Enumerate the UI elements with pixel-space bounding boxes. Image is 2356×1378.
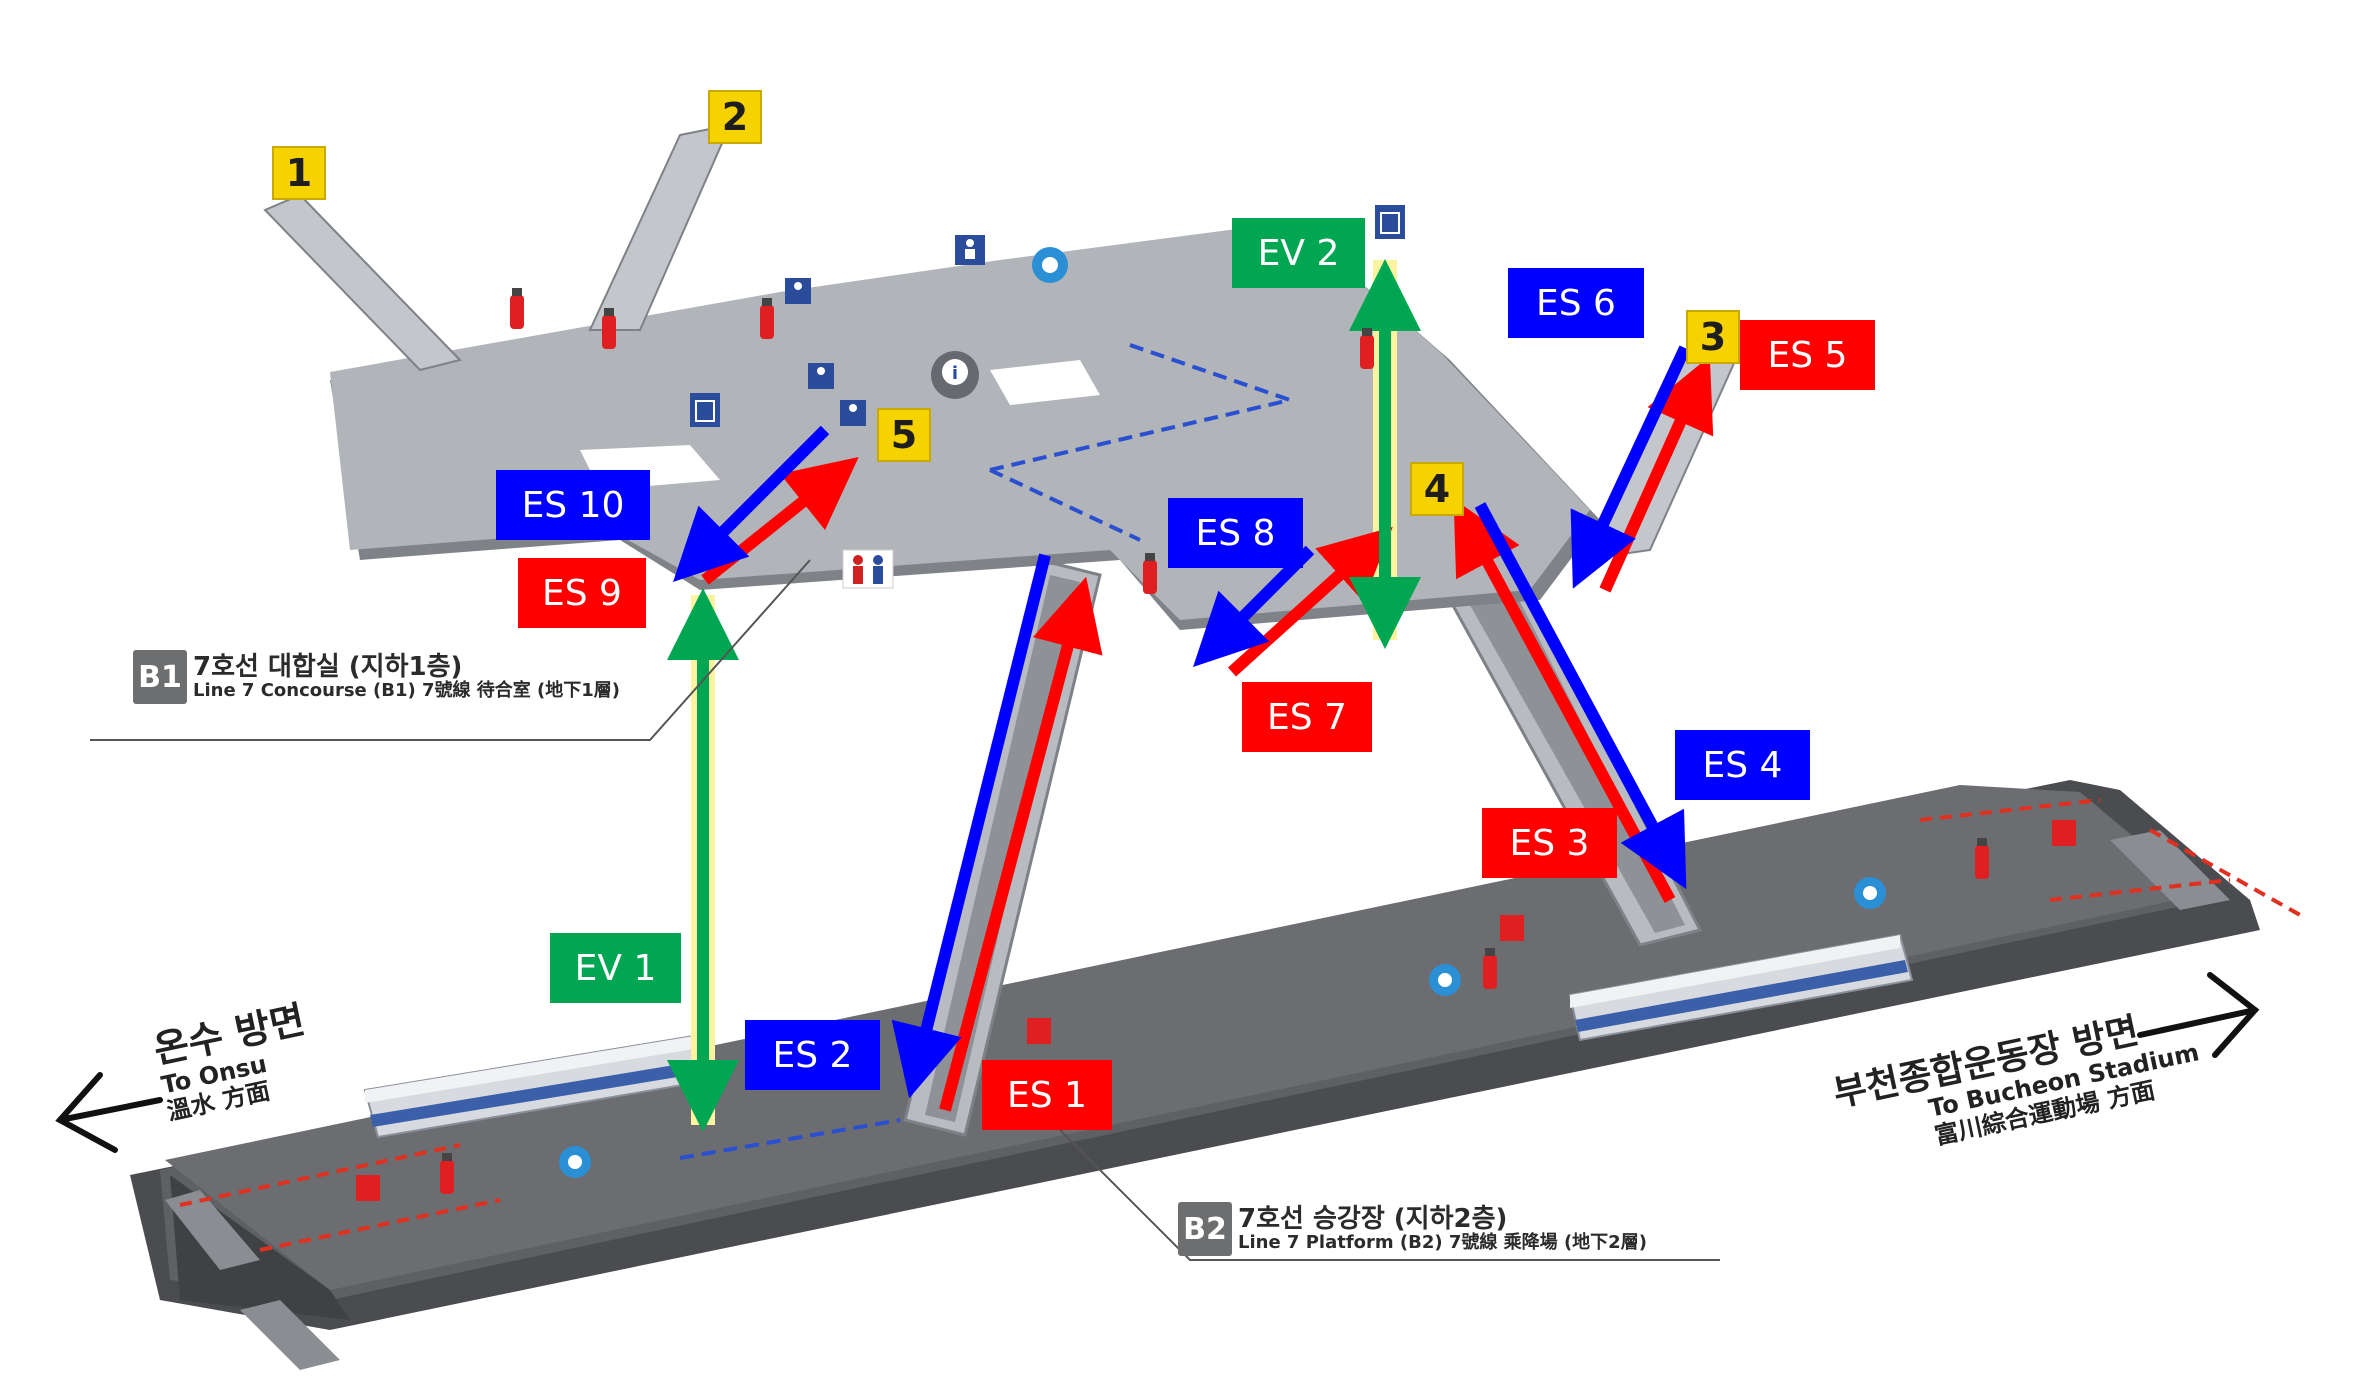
exit-number-1: 1 bbox=[272, 146, 326, 200]
emergency-phone-icon bbox=[1027, 1018, 1051, 1044]
escalator-label-es-7: ES 7 bbox=[1242, 682, 1372, 752]
floor-label-b2: B2 7호선 승강장 (지하2층) Line 7 Platform (B2) 7… bbox=[1178, 1202, 1647, 1256]
emergency-phone-icon bbox=[1854, 877, 1886, 909]
fire-extinguisher-icon bbox=[1143, 553, 1157, 594]
elevator-icon bbox=[1375, 205, 1405, 239]
escalator-label-es-10: ES 10 bbox=[496, 470, 650, 540]
information-icon: i bbox=[931, 351, 979, 399]
fire-extinguisher-icon bbox=[1975, 838, 1989, 879]
escalator-label-es-8: ES 8 bbox=[1168, 498, 1303, 568]
accessibility-icon bbox=[955, 235, 985, 265]
accessibility-icon bbox=[840, 400, 866, 426]
emergency-phone-icon bbox=[356, 1175, 380, 1201]
arrow-left-icon bbox=[55, 1072, 163, 1153]
fire-extinguisher-icon bbox=[1360, 328, 1374, 369]
floor-title-en-b2: Line 7 Platform (B2) 7號線 乘降場 (地下2層) bbox=[1238, 1232, 1647, 1254]
elevator-label-ev-1: EV 1 bbox=[550, 933, 681, 1003]
svg-text:i: i bbox=[952, 363, 958, 384]
floor-title-en-b1: Line 7 Concourse (B1) 7號線 待合室 (地下1層) bbox=[193, 680, 621, 702]
elevator-icon bbox=[690, 393, 720, 427]
floor-badge-b1: B1 bbox=[133, 650, 187, 704]
exit-stairs-2 bbox=[588, 123, 732, 331]
exit-number-4: 4 bbox=[1410, 462, 1464, 516]
escalator-label-es-1: ES 1 bbox=[982, 1060, 1112, 1130]
escalator-label-es-9: ES 9 bbox=[518, 558, 646, 628]
es-6-arrow bbox=[1570, 345, 1691, 589]
fire-extinguisher-icon bbox=[1483, 948, 1497, 989]
escalator-label-es-5: ES 5 bbox=[1740, 320, 1875, 390]
b2-leader-line bbox=[1059, 1129, 1720, 1261]
emergency-phone-icon bbox=[1500, 915, 1524, 941]
fire-extinguisher-icon bbox=[510, 288, 524, 329]
accessibility-icon bbox=[785, 278, 811, 304]
floor-title-ko-b1: 7호선 대합실 (지하1층) bbox=[193, 651, 463, 682]
fire-extinguisher-icon bbox=[602, 308, 616, 349]
b1-leader-line bbox=[90, 559, 811, 741]
restroom-icon bbox=[842, 549, 894, 589]
accessibility-icon bbox=[808, 363, 834, 389]
floor-label-b1: B1 7호선 대합실 (지하1층) Line 7 Concourse (B1) … bbox=[133, 650, 620, 704]
exit-number-3: 3 bbox=[1686, 310, 1740, 364]
exit-number-2: 2 bbox=[708, 90, 762, 144]
elevator-label-ev-2: EV 2 bbox=[1232, 218, 1365, 288]
es-10-arrow bbox=[673, 425, 830, 582]
train-left bbox=[363, 1033, 714, 1139]
es-4-arrow bbox=[1474, 502, 1687, 890]
escalator-label-es-6: ES 6 bbox=[1508, 268, 1644, 338]
floor-badge-b2: B2 bbox=[1178, 1202, 1232, 1256]
es-1-arrow bbox=[939, 576, 1103, 1112]
arrow-right-icon bbox=[2137, 972, 2260, 1058]
exit-number-5: 5 bbox=[877, 408, 931, 462]
emergency-phone-icon bbox=[1429, 964, 1461, 996]
escalator-label-es-4: ES 4 bbox=[1675, 730, 1810, 800]
escalator-label-es-2: ES 2 bbox=[745, 1020, 880, 1090]
fire-extinguisher-icon bbox=[760, 298, 774, 339]
emergency-phone-icon bbox=[2052, 820, 2076, 846]
escalator-label-es-3: ES 3 bbox=[1482, 808, 1617, 878]
floor-title-ko-b2: 7호선 승강장 (지하2층) bbox=[1238, 1203, 1508, 1234]
emergency-phone-icon bbox=[559, 1146, 591, 1178]
train-right bbox=[1568, 933, 1914, 1042]
es-2-arrow bbox=[891, 553, 1051, 1099]
exit-stairs-1 bbox=[263, 193, 462, 372]
fire-extinguisher-icon bbox=[440, 1153, 454, 1194]
emergency-phone-icon bbox=[1032, 247, 1068, 283]
